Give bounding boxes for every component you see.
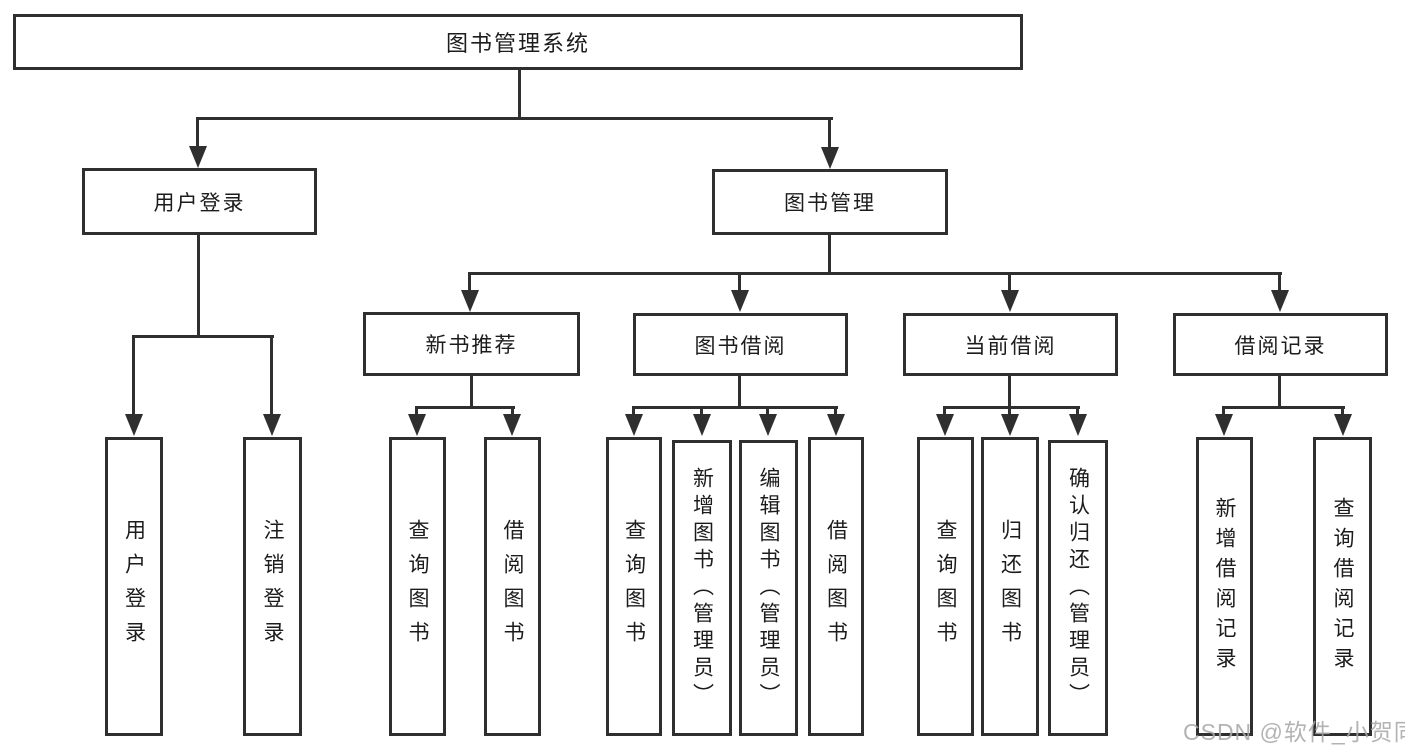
node-borrow-book-newbook-label: 借阅图书: [501, 518, 524, 655]
connector-line: [196, 117, 833, 120]
connector-line: [632, 406, 838, 409]
node-borrow-record: 借阅记录: [1173, 313, 1388, 376]
node-query-book-current: 查询图书: [917, 437, 974, 736]
node-book-management-label: 图书管理: [784, 192, 876, 215]
arrow-down-icon: [731, 290, 749, 312]
node-confirm-return-admin: 确认归还（管理员）: [1048, 440, 1108, 736]
connector-line: [415, 406, 515, 409]
connector-line: [415, 408, 418, 417]
node-root: 图书管理系统: [13, 14, 1023, 70]
connector-line: [943, 408, 946, 417]
connector-line: [270, 337, 273, 416]
connector-line: [518, 69, 521, 119]
connector-line: [511, 408, 514, 417]
connector-line: [470, 375, 473, 409]
node-query-book-borrow: 查询图书: [606, 437, 662, 736]
arrow-down-icon: [189, 146, 207, 168]
node-root-label: 图书管理系统: [445, 31, 590, 56]
node-query-book-newbook-label: 查询图书: [406, 518, 429, 655]
node-user-login-leaf-label: 用户登录: [122, 518, 146, 655]
connector-line: [1076, 408, 1079, 417]
arrow-down-icon: [827, 414, 845, 436]
connector-line: [834, 408, 837, 417]
connector-line: [738, 375, 741, 409]
node-new-book-recommend-label: 新书推荐: [425, 334, 518, 357]
node-edit-book-admin-label: 编辑图书（管理员）: [757, 466, 780, 710]
node-add-borrow-record-label: 新增借阅记录: [1213, 496, 1236, 677]
connector-line: [738, 274, 741, 293]
connector-line: [1278, 274, 1281, 293]
connector-line: [700, 408, 703, 417]
connector-line: [766, 408, 769, 417]
csdn-watermark: CSDN @软件_小贺同学: [1183, 719, 1405, 745]
arrow-down-icon: [461, 290, 479, 312]
connector-line: [943, 406, 1080, 409]
node-query-borrow-record: 查询借阅记录: [1313, 437, 1372, 736]
connector-line: [828, 234, 831, 274]
arrow-down-icon: [1001, 290, 1019, 312]
arrow-down-icon: [625, 414, 643, 436]
node-return-book-label: 归还图书: [998, 518, 1022, 655]
node-borrow-book-newbook: 借阅图书: [484, 437, 541, 736]
node-book-management: 图书管理: [712, 169, 948, 235]
connector-line: [1341, 408, 1344, 417]
node-confirm-return-admin-label: 确认归还（管理员）: [1066, 466, 1090, 710]
node-current-borrow-label: 当前借阅: [964, 334, 1057, 358]
node-logout-leaf: 注销登录: [243, 437, 302, 736]
arrow-down-icon: [503, 414, 521, 436]
connector-line: [132, 335, 274, 338]
connector-line: [1008, 375, 1011, 409]
connector-line: [468, 272, 1282, 275]
node-current-borrow: 当前借阅: [903, 313, 1118, 376]
connector-line: [1008, 408, 1011, 417]
connector-line: [1278, 375, 1281, 409]
connector-line: [632, 408, 635, 417]
node-query-book-newbook: 查询图书: [389, 437, 446, 736]
node-borrow-book-leaf-label: 借阅图书: [824, 518, 848, 655]
node-book-borrow: 图书借阅: [633, 313, 848, 376]
arrow-down-icon: [408, 414, 426, 436]
node-user-login: 用户登录: [82, 168, 317, 235]
node-borrow-book-leaf: 借阅图书: [808, 437, 864, 736]
arrow-down-icon: [1334, 414, 1352, 436]
connector-line: [1008, 274, 1011, 293]
node-edit-book-admin: 编辑图书（管理员）: [739, 440, 798, 736]
arrow-down-icon: [1271, 290, 1289, 312]
node-query-book-current-label: 查询图书: [934, 518, 957, 655]
arrow-down-icon: [1069, 414, 1087, 436]
connector-line: [468, 274, 471, 293]
node-borrow-record-label: 借阅记录: [1234, 334, 1327, 358]
node-query-borrow-record-label: 查询借阅记录: [1331, 496, 1354, 677]
arrow-down-icon: [936, 414, 954, 436]
connector-line: [196, 119, 199, 148]
node-add-book-admin: 新增图书（管理员）: [672, 440, 732, 736]
node-return-book: 归还图书: [981, 437, 1039, 736]
node-user-login-label: 用户登录: [153, 191, 246, 215]
node-user-login-leaf: 用户登录: [105, 437, 163, 736]
arrow-down-icon: [821, 147, 839, 169]
node-new-book-recommend: 新书推荐: [363, 312, 580, 376]
node-add-borrow-record: 新增借阅记录: [1196, 437, 1253, 736]
node-logout-leaf-label: 注销登录: [261, 518, 284, 655]
arrow-down-icon: [125, 414, 143, 436]
connector-line: [828, 119, 831, 149]
arrow-down-icon: [1001, 414, 1019, 436]
connector-line: [197, 234, 200, 338]
arrow-down-icon: [759, 414, 777, 436]
node-add-book-admin-label: 新增图书（管理员）: [690, 466, 714, 710]
node-book-borrow-label: 图书借阅: [694, 334, 787, 358]
arrow-down-icon: [263, 414, 281, 436]
node-query-book-borrow-label: 查询图书: [622, 518, 646, 655]
connector-line: [132, 337, 135, 416]
arrow-down-icon: [693, 414, 711, 436]
arrow-down-icon: [1215, 414, 1233, 436]
connector-line: [1222, 408, 1225, 417]
connector-line: [1222, 406, 1345, 409]
